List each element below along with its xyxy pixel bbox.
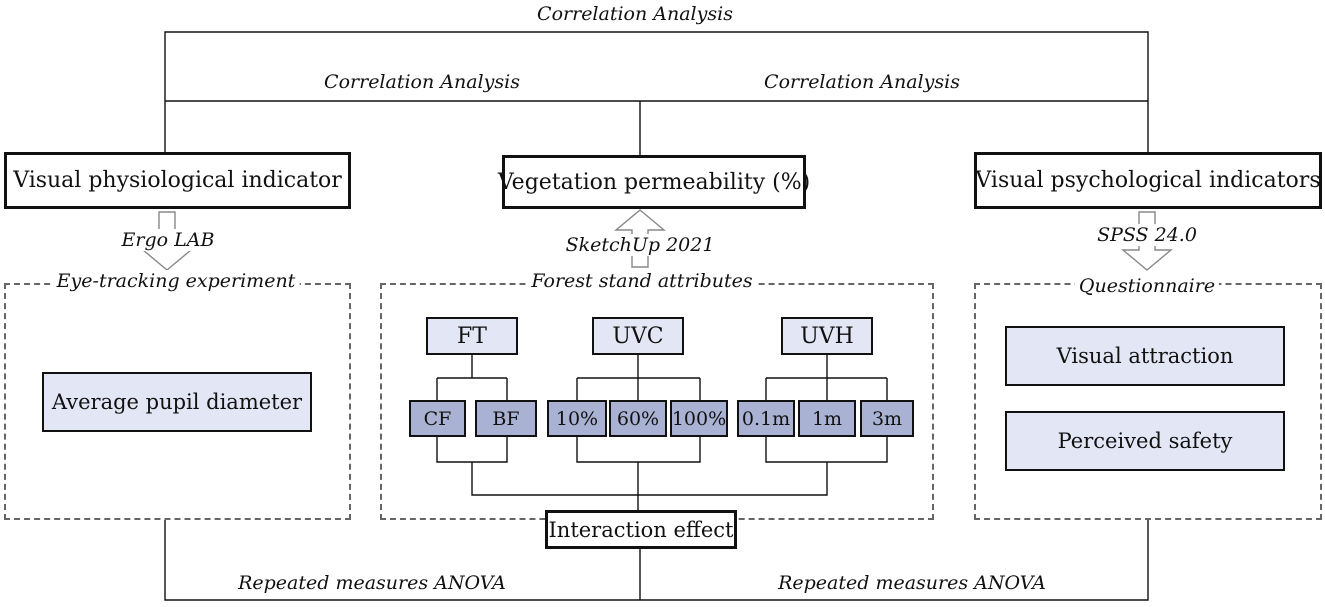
sketchup-label: SketchUp 2021: [563, 234, 717, 256]
left-correlation-label: Correlation Analysis: [324, 71, 520, 93]
eye-tracking-title: Eye-tracking experiment: [52, 270, 300, 292]
perceived-safety-box: Perceived safety: [1005, 411, 1285, 471]
attribute-uvc-box: UVC: [592, 317, 684, 355]
right-correlation-label: Correlation Analysis: [764, 71, 960, 93]
attribute-uvh-box: UVH: [781, 317, 873, 355]
bottom-right-anova-label: Repeated measures ANOVA: [778, 572, 1046, 594]
forest-stand-title: Forest stand attributes: [527, 270, 757, 292]
level-3m-box: 3m: [860, 400, 914, 437]
level-100-percent-box: 100%: [670, 400, 728, 437]
visual-psychological-indicators-box: Visual psychological indicators: [974, 152, 1322, 209]
level-60-percent-box: 60%: [609, 400, 667, 437]
visual-physiological-indicator-box: Visual physiological indicator: [4, 152, 351, 209]
top-correlation-connector: [164, 31, 1149, 152]
level-0-1m-box: 0.1m: [737, 400, 795, 437]
questionnaire-group: [974, 283, 1322, 520]
visual-attraction-box: Visual attraction: [1005, 326, 1285, 386]
top-correlation-label: Correlation Analysis: [533, 3, 737, 25]
spss-label: SPSS 24.0: [1095, 224, 1199, 246]
bottom-anova-connector: [164, 520, 1149, 601]
level-10-percent-box: 10%: [547, 400, 607, 437]
bottom-left-anova-label: Repeated measures ANOVA: [238, 572, 506, 594]
interaction-effect-box: Interaction effect: [545, 510, 737, 549]
interaction-bracket: [471, 462, 828, 496]
attribute-ft-box: FT: [426, 317, 518, 355]
ergolab-label: Ergo LAB: [119, 229, 217, 251]
level-1m-box: 1m: [798, 400, 856, 437]
level-cf-box: CF: [409, 400, 466, 437]
questionnaire-title: Questionnaire: [1074, 275, 1220, 297]
average-pupil-diameter-box: Average pupil diameter: [42, 372, 312, 432]
vegetation-permeability-box: Vegetation permeability (%): [498, 155, 810, 209]
level-bf-box: BF: [475, 400, 537, 437]
